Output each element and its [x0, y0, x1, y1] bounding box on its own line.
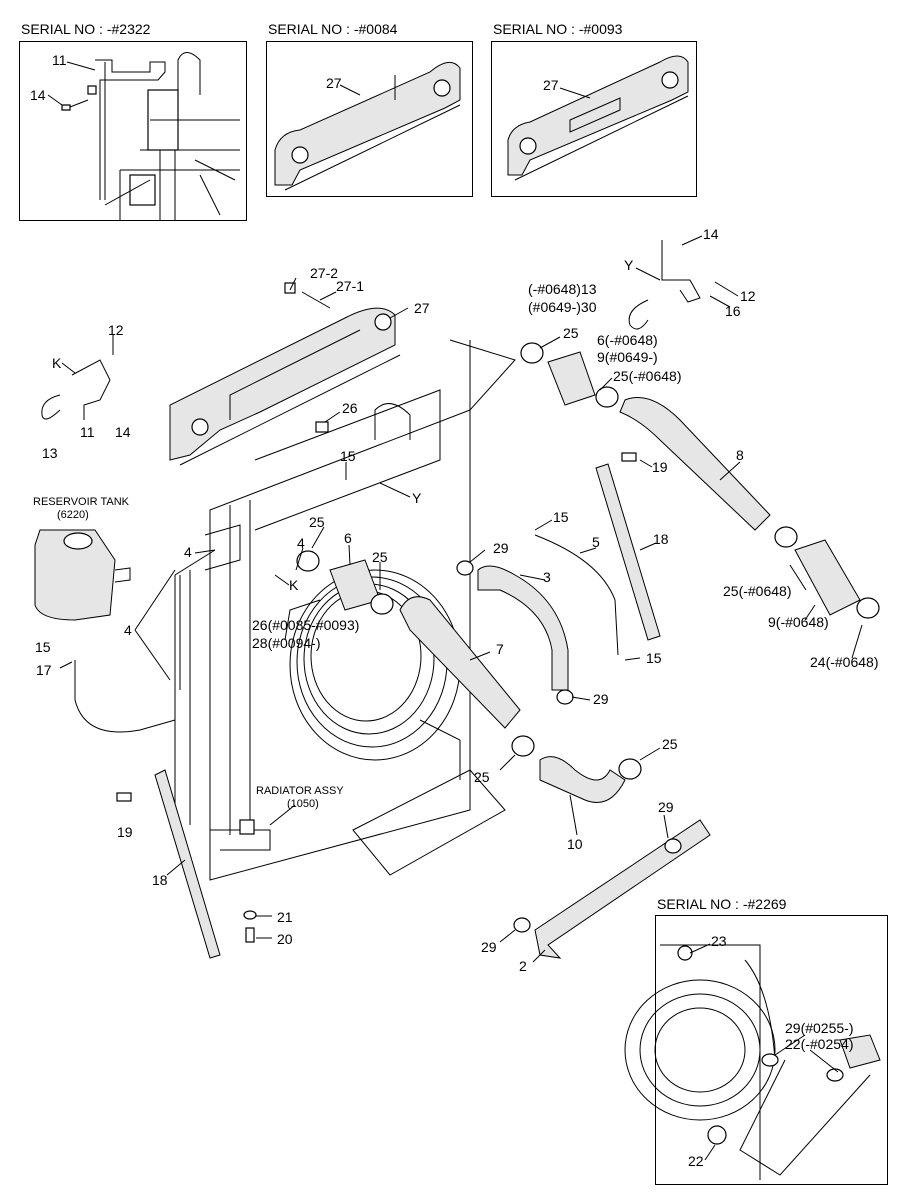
inset-title-0084: SERIAL NO : -#0084	[268, 21, 398, 37]
label-25-lower-left: 25	[474, 769, 490, 785]
inset-title-2322: SERIAL NO : -#2322	[21, 21, 151, 37]
label-24-0648: 24(-#0648)	[810, 654, 879, 670]
label-14-right: 14	[703, 226, 719, 242]
label-k-bracket: K	[52, 355, 62, 371]
label-11-left: 11	[80, 424, 95, 440]
radiator-assy-label: RADIATOR ASSY	[256, 785, 344, 797]
inset-title-2269: SERIAL NO : -#2269	[657, 896, 787, 912]
label-6-9-b: 9(#0649-)	[597, 349, 658, 365]
inset-box-serial-0093	[491, 41, 697, 197]
label-23: 23	[711, 933, 727, 949]
label-21: 21	[277, 909, 293, 925]
reservoir-tank	[34, 529, 131, 621]
label-10: 10	[567, 836, 583, 852]
label-26-28-a: 26(#0085-#0093)	[252, 617, 359, 633]
label-13-30-b: (#0649-)30	[528, 299, 597, 315]
label-6-9-a: 6(-#0648)	[597, 332, 658, 348]
inset1-drawing	[61, 52, 240, 220]
label-29-22-a: 29(#0255-)	[785, 1020, 854, 1036]
label-6-main: 6	[344, 530, 352, 546]
label-27-1: 27-1	[336, 278, 364, 294]
label-29-22-b: 22(-#0254)	[785, 1036, 854, 1052]
label-15-right: 15	[646, 650, 662, 666]
label-4-c: 4	[124, 622, 132, 638]
label-25-mid-b: 25	[372, 549, 388, 565]
label-12-left: 12	[108, 322, 124, 338]
label-19-right: 19	[652, 459, 668, 475]
reservoir-tank-label: RESERVOIR TANK	[33, 496, 130, 508]
label-29-mid: 29	[593, 691, 609, 707]
bracket-y	[628, 240, 701, 330]
label-27-2: 27-2	[310, 265, 338, 281]
label-25-0648-right: 25(-#0648)	[723, 583, 792, 599]
callout-labels: 11 14 27 27 27-2 27-1 27 12 K 13 11 14 Y…	[30, 52, 879, 1169]
label-19-left: 19	[117, 824, 133, 840]
label-5: 5	[592, 534, 600, 550]
inset-box-serial-2322	[19, 41, 247, 221]
label-25-top: 25	[563, 325, 579, 341]
label-12-right: 12	[740, 288, 756, 304]
label-29-bottom: 29	[481, 939, 497, 955]
hoses	[74, 351, 861, 959]
label-2: 2	[519, 958, 527, 974]
label-25-mid-a: 25	[309, 514, 325, 530]
label-y-bracket: Y	[624, 257, 634, 273]
inset2-brace	[274, 61, 461, 191]
label-18-right: 18	[653, 531, 669, 547]
label-4-b: 4	[297, 535, 305, 551]
label-26-28-b: 28(#0094-)	[252, 635, 321, 651]
label-27-inset2: 27	[326, 75, 342, 91]
label-25-lower-right: 25	[662, 736, 678, 752]
label-15-left: 15	[35, 639, 51, 655]
inset-title-0093: SERIAL NO : -#0093	[493, 21, 623, 37]
label-8: 8	[736, 447, 744, 463]
label-7: 7	[496, 641, 504, 657]
label-15-mid: 15	[553, 509, 569, 525]
radiator-assy-number: (1050)	[287, 798, 319, 810]
inset4-drawing	[624, 944, 881, 1180]
label-25-0648-top: 25(-#0648)	[613, 368, 682, 384]
label-26-top: 26	[342, 400, 358, 416]
label-22: 22	[688, 1153, 704, 1169]
label-16: 16	[725, 303, 741, 319]
label-14-left: 14	[115, 424, 131, 440]
label-11-inset: 11	[52, 52, 67, 68]
inset-box-serial-0084	[266, 41, 473, 197]
label-29-top: 29	[493, 540, 509, 556]
label-13-30-a: (-#0648)13	[528, 281, 597, 297]
label-14-inset: 14	[30, 87, 46, 103]
label-3: 3	[543, 569, 551, 585]
label-27: 27	[414, 300, 430, 316]
label-9-0648: 9(-#0648)	[768, 614, 829, 630]
clamps	[116, 342, 880, 943]
label-20: 20	[277, 931, 293, 947]
inset3-brace	[507, 55, 689, 181]
label-15-top: 15	[340, 448, 356, 464]
label-17: 17	[36, 662, 52, 678]
label-13-left: 13	[42, 445, 58, 461]
label-4-a: 4	[184, 544, 192, 560]
label-27-inset3: 27	[543, 77, 559, 93]
reservoir-tank-number: (6220)	[57, 509, 89, 521]
bracket-k	[41, 359, 111, 420]
upper-brace-27	[169, 282, 401, 466]
label-18-left: 18	[152, 872, 168, 888]
label-k-radiator: K	[289, 577, 299, 593]
leader-lines	[47, 61, 863, 1161]
label-29-lower: 29	[658, 799, 674, 815]
label-y-radiator: Y	[412, 490, 422, 506]
